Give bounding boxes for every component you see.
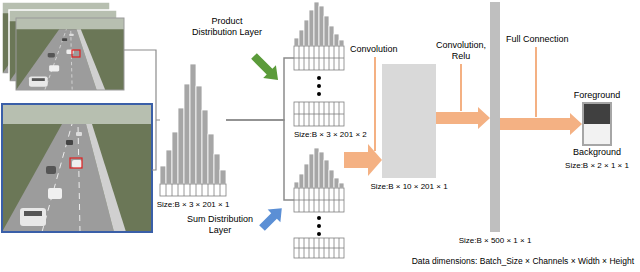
output-box: ForegroundBackgroundSize:B × 2 × 1 × 1 xyxy=(582,102,612,146)
flow-arrow xyxy=(500,113,582,135)
bin-cells xyxy=(294,102,344,126)
branch-line xyxy=(226,58,294,120)
pointer-arrow xyxy=(256,202,289,235)
flow-arrow xyxy=(344,144,382,176)
bin-cells xyxy=(294,238,344,258)
class-label: Foreground xyxy=(574,90,621,101)
bin-cells xyxy=(294,238,344,258)
note-text: Data dimensions: Batch_Size × Channels ×… xyxy=(412,256,634,266)
size-label: Size:B × 2 × 1 × 1 xyxy=(565,161,629,171)
bin-cells xyxy=(294,46,344,70)
layer-label: Product Distribution Layer xyxy=(190,16,264,38)
pixel-marker xyxy=(72,50,80,57)
flow-arrow xyxy=(436,107,490,129)
layer-label: Convolution, Relu xyxy=(434,40,488,62)
size-label: Size:B × 3 × 201 × 1 xyxy=(157,200,230,210)
bin-cells xyxy=(294,188,344,212)
ellipsis-dots xyxy=(317,216,321,236)
video-frame xyxy=(16,18,124,90)
pixel-marker xyxy=(70,158,82,168)
size-label: Size:B × 3 × 201 × 2 xyxy=(294,130,367,140)
distribution-stack: Size:B × 3 × 201 × 2 xyxy=(294,2,344,258)
ellipsis-dots xyxy=(317,76,321,96)
pointer-arrow xyxy=(248,50,285,87)
layer-label: Sum Distribution Layer xyxy=(184,214,256,236)
branch-line xyxy=(226,120,294,200)
feature-vector: Size:B × 500 × 1 × 1 xyxy=(490,2,500,232)
histogram-bars xyxy=(160,64,226,184)
bracket-line xyxy=(124,50,160,170)
bin-cells xyxy=(160,184,226,196)
size-label: Size:B × 500 × 1 × 1 xyxy=(459,236,532,246)
layer-label: Convolution xyxy=(350,44,398,55)
size-label: Size:B × 10 × 201 × 1 xyxy=(370,182,447,192)
histogram: Size:B × 3 × 201 × 1 xyxy=(160,62,226,196)
frame-border xyxy=(2,104,152,232)
layer-label: Full Connection xyxy=(506,34,569,45)
current-frame xyxy=(2,104,152,232)
bin-cells xyxy=(294,102,344,126)
frame-border xyxy=(16,18,124,90)
feature-map: Size:B × 10 × 201 × 1 xyxy=(382,64,436,178)
histogram-bars xyxy=(294,148,344,188)
bin-cells xyxy=(294,188,344,212)
bin-cells xyxy=(294,46,344,70)
histogram-bars xyxy=(294,2,344,46)
class-label: Background xyxy=(573,147,621,158)
bin-cells xyxy=(166,184,220,196)
